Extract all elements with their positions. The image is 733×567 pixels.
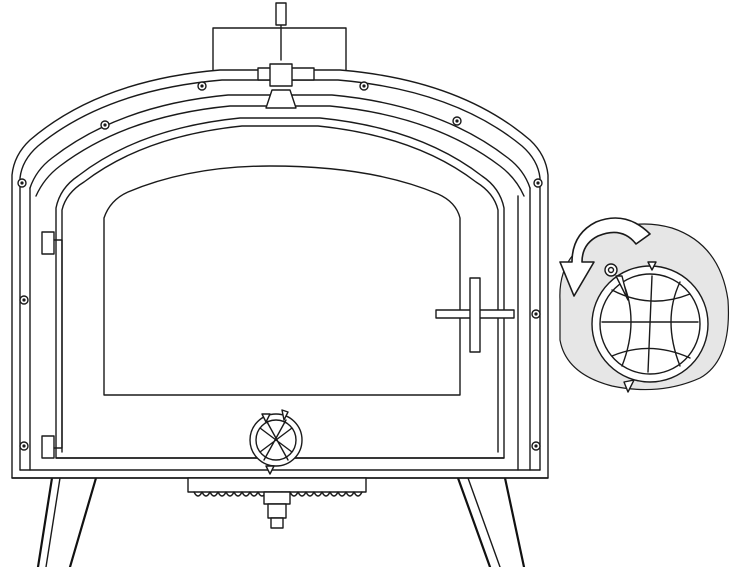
vent-grille xyxy=(601,275,699,373)
vent-detail-inset xyxy=(559,217,730,393)
door-handle xyxy=(435,277,515,353)
chimney-damper-handle xyxy=(257,63,315,109)
burner-underside xyxy=(187,477,367,529)
door-window xyxy=(103,165,461,396)
oven-legs xyxy=(36,476,526,567)
door-air-vent xyxy=(249,409,303,475)
oven-body xyxy=(11,63,549,529)
rotate-arrow-icon xyxy=(559,217,651,297)
bolts xyxy=(17,81,543,451)
